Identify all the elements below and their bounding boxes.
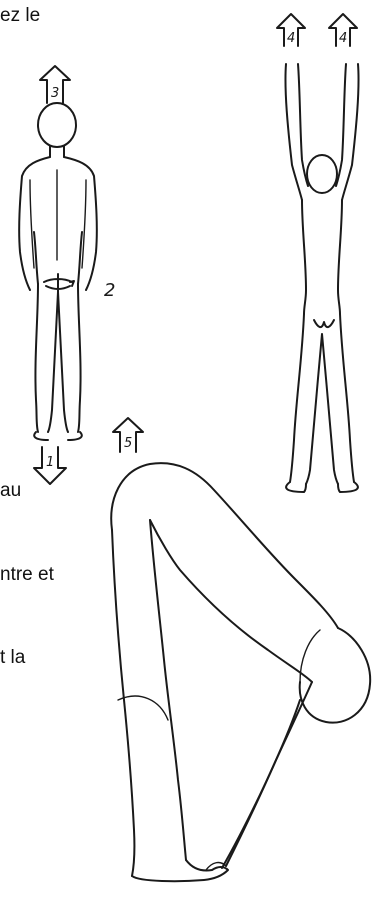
arms-raised-figure: 4 4 bbox=[277, 14, 359, 492]
arrow-up-step-3: 3 bbox=[40, 66, 70, 103]
label-step-2: 2 bbox=[104, 280, 115, 301]
label-step-1: 1 bbox=[46, 455, 54, 470]
label-step-3: 3 bbox=[51, 86, 59, 101]
label-step-4b: 4 bbox=[339, 31, 347, 46]
label-step-5: 5 bbox=[124, 436, 132, 451]
standing-figure-back bbox=[19, 103, 97, 440]
forward-bend-figure: 5 bbox=[111, 418, 370, 881]
arrow-down-step-1: 1 bbox=[34, 447, 66, 484]
label-step-4a: 4 bbox=[287, 31, 295, 46]
